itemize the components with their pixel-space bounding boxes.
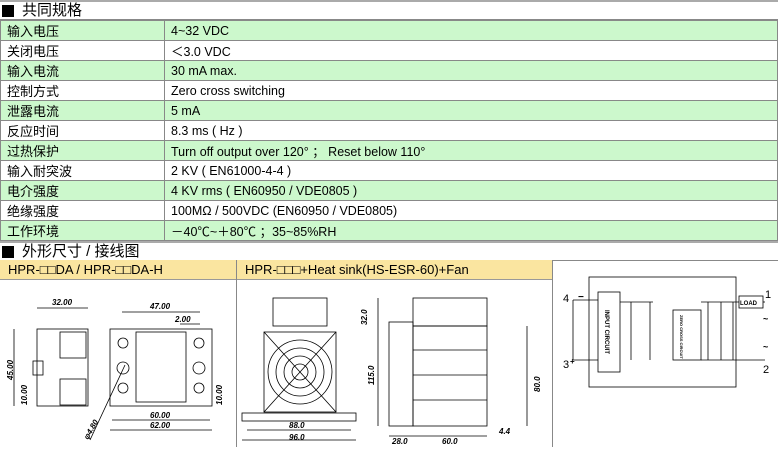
panel-title: HPR-□□DA / HPR-□□DA-H bbox=[0, 260, 236, 280]
dimension-label: − bbox=[578, 292, 584, 303]
panel-title: HPR-□□□+Heat sink(HS-ESR-60)+Fan bbox=[237, 260, 552, 280]
dimension-label: 88.0 bbox=[289, 421, 305, 430]
dimension-label: ~ bbox=[763, 314, 768, 324]
spec-label: 绝缘强度 bbox=[0, 200, 165, 221]
dimension-label: 96.0 bbox=[289, 433, 305, 442]
spec-row: 关闭电压＜3.0 VDC bbox=[0, 40, 778, 61]
spec-value: 4~32 VDC bbox=[164, 20, 778, 41]
dimension-label: 3 bbox=[563, 359, 569, 371]
bullet-square-icon bbox=[2, 245, 14, 258]
dimension-label: ~ bbox=[763, 342, 768, 352]
spec-label: 工作环境 bbox=[0, 220, 165, 241]
spec-label: 电介强度 bbox=[0, 180, 165, 201]
panel-heatsink-fan: HPR-□□□+Heat sink(HS-ESR-60)+Fan 32.0 11… bbox=[237, 260, 553, 447]
spec-value: 8.3 ms ( Hz ) bbox=[164, 120, 778, 141]
spec-value: ＜3.0 VDC bbox=[164, 40, 778, 61]
spec-value: 30 mA max. bbox=[164, 60, 778, 81]
section-header-specs: 共同规格 bbox=[0, 0, 778, 20]
dimension-label: φ4.80 bbox=[82, 418, 101, 441]
dimension-drawing-ssr: 32.00 47.00 2.00 45.00 10.00 10.00 60.00… bbox=[6, 298, 224, 441]
dimension-label: 32.00 bbox=[52, 298, 73, 307]
bullet-square-icon bbox=[2, 4, 14, 17]
dimension-label: LOAD bbox=[740, 301, 758, 307]
dimension-label: 60.0 bbox=[442, 437, 458, 446]
dimension-label: 80.0 bbox=[533, 376, 542, 392]
dimension-label: ZERO CROSS CIRCUIT bbox=[679, 315, 684, 359]
dimension-label: 60.00 bbox=[150, 411, 171, 420]
dimension-label: + bbox=[570, 357, 575, 366]
dimension-label: 1 bbox=[765, 289, 771, 301]
section-header-dims: 外形尺寸 / 接线图 bbox=[0, 241, 778, 261]
spec-label: 关闭电压 bbox=[0, 40, 165, 61]
spec-label: 输入电流 bbox=[0, 60, 165, 81]
dimension-label: 10.00 bbox=[20, 384, 29, 405]
spec-label: 过热保护 bbox=[0, 140, 165, 161]
spec-value: Turn off output over 120° ； Reset below … bbox=[164, 140, 778, 161]
dimension-label: 32.0 bbox=[360, 309, 369, 325]
spec-value: 4 KV rms ( EN60950 / VDE0805 ) bbox=[164, 180, 778, 201]
spec-label: 泄露电流 bbox=[0, 100, 165, 121]
dimension-label: 115.0 bbox=[367, 365, 376, 385]
spec-label: 反应时间 bbox=[0, 120, 165, 141]
spec-row: 工作环境－40℃~＋80℃ ；35~85%RH bbox=[0, 220, 778, 241]
dimension-label: 10.00 bbox=[215, 384, 224, 405]
spec-value: 2 KV ( EN61000-4-4 ) bbox=[164, 160, 778, 181]
dimension-label: 28.0 bbox=[391, 437, 408, 446]
wiring-diagram: 4 3 1 2 LOAD INPUT CIRCUIT ZERO CROSS CI… bbox=[563, 276, 771, 388]
dimension-label: 4 bbox=[563, 293, 569, 305]
spec-label: 控制方式 bbox=[0, 80, 165, 101]
dimension-label: 47.00 bbox=[149, 302, 171, 311]
dimension-label: 45.00 bbox=[6, 359, 15, 381]
dimension-label: INPUT CIRCUIT bbox=[603, 310, 609, 354]
spec-value: 5 mA bbox=[164, 100, 778, 121]
dimension-label: 2 bbox=[763, 364, 769, 376]
dimension-drawing-heatsink: 32.0 115.0 88.0 96.0 80.0 4.4 28.0 60.0 bbox=[241, 297, 542, 446]
panel-hpr-da: HPR-□□DA / HPR-□□DA-H 32.00 47.00 2.00 4… bbox=[0, 260, 237, 447]
spec-label: 输入电压 bbox=[0, 20, 165, 41]
dimension-label: 4.4 bbox=[498, 427, 511, 436]
spec-value: 100MΩ / 500VDC (EN60950 / VDE0805) bbox=[164, 200, 778, 221]
panel-wiring-diagram: 4 3 1 2 LOAD INPUT CIRCUIT ZERO CROSS CI… bbox=[553, 260, 778, 447]
spec-value: －40℃~＋80℃ ；35~85%RH bbox=[164, 220, 778, 241]
dimension-label: 2.00 bbox=[174, 315, 191, 324]
dimension-label: 62.00 bbox=[150, 421, 171, 430]
spec-label: 输入耐突波 bbox=[0, 160, 165, 181]
spec-value: Zero cross switching bbox=[164, 80, 778, 101]
